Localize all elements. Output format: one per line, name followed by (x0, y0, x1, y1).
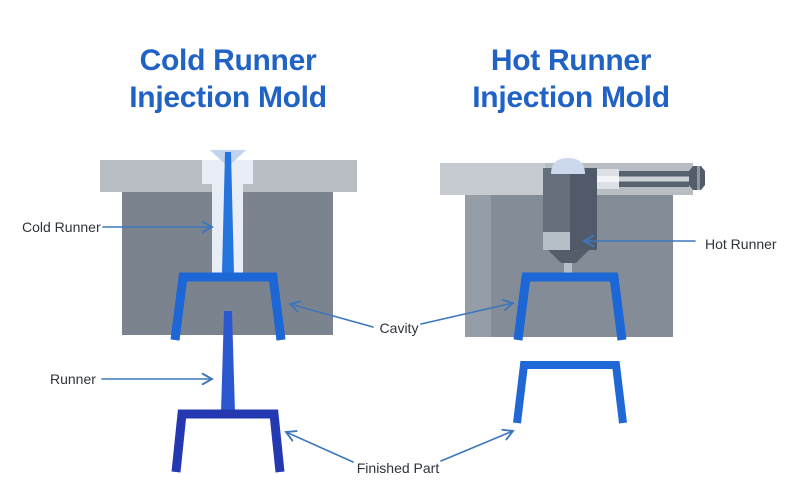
cavity-arrow-left (288, 300, 374, 328)
cold-finished-part (171, 409, 285, 473)
finished-part-arrow-left (284, 430, 354, 463)
callout-arrows (101, 220, 696, 463)
runner-label: Runner (50, 371, 96, 387)
nozzle-tip (548, 250, 589, 263)
hot-runner-label: Hot Runner (705, 236, 777, 252)
hot-runner-title-line2: Injection Mold (472, 81, 670, 114)
cold-runner-title-line1: Cold Runner (139, 44, 317, 77)
cold-runner-mold (100, 150, 357, 473)
cold-runner-title: Cold Runner Injection Mold (88, 42, 368, 116)
cold-runner-title-line2: Injection Mold (129, 81, 327, 114)
hot-cavity-outline (513, 272, 627, 341)
cavity-label: Cavity (379, 320, 419, 336)
hot-runner-mold (440, 158, 705, 424)
nozzle-body (543, 232, 570, 250)
finished-part-arrow-right (440, 428, 515, 462)
hot-manifold-dark-half (570, 168, 597, 232)
ejected-runner (221, 311, 235, 413)
inlet-dome (551, 158, 585, 174)
hot-runner-title-line1: Hot Runner (490, 44, 652, 77)
hot-runner-title: Hot Runner Injection Mold (431, 42, 711, 116)
heater-rod-bottom (619, 181, 689, 187)
cavity-arrow-right (420, 299, 515, 325)
cold-cavity-outline (170, 272, 286, 341)
heater-bolt-highlight (697, 166, 700, 190)
cold-runner-label: Cold Runner (22, 219, 101, 235)
nozzle-pin (564, 263, 572, 274)
heater-band-stripe (597, 176, 619, 182)
hot-mold-top-plate-highlight (440, 163, 545, 195)
finished-part-label: Finished Part (356, 460, 440, 476)
hot-finished-part (513, 361, 627, 424)
heater-rod-gap (619, 176, 689, 182)
hot-mold-block-edge (465, 195, 491, 337)
heater-rod-top (619, 171, 689, 177)
cold-sprue (222, 152, 234, 273)
